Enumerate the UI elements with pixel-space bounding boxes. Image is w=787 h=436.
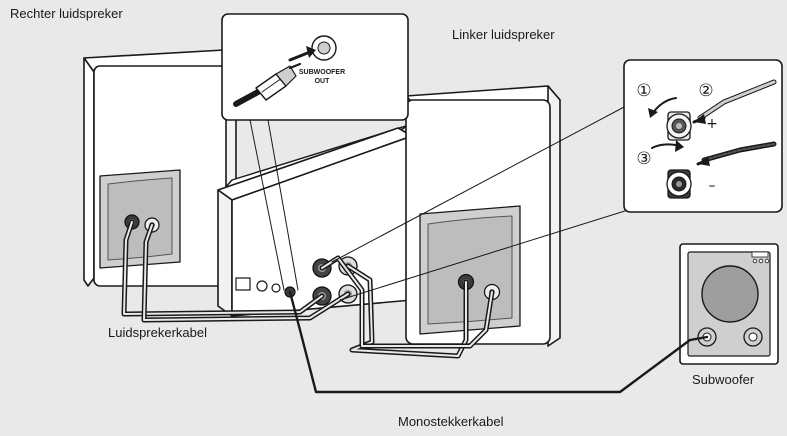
terminal-steps-inset: ① ② ③ + –: [623, 59, 783, 213]
minus-sign: –: [709, 178, 716, 194]
main-unit: [217, 123, 413, 317]
plus-sign: +: [706, 116, 718, 132]
left-speaker: [405, 85, 561, 347]
left-speaker-label: Linker luidspreker: [452, 27, 555, 42]
mono-plug-cable-label: Monostekkerkabel: [398, 414, 504, 429]
mono-plug-cable: [288, 290, 709, 394]
callout-lines: [249, 105, 629, 301]
step-3-label: ③: [636, 149, 651, 169]
right-speaker-label: Rechter luidspreker: [10, 6, 123, 21]
right-speaker: [83, 49, 237, 287]
subwoofer-out-label-2: OUT: [315, 78, 331, 85]
subwoofer: [679, 243, 779, 365]
subwoofer-out-inset: SUBWOOFER OUT: [221, 13, 409, 121]
subwoofer-out-label-1: SUBWOOFER: [299, 69, 345, 76]
plus-terminal: [666, 111, 692, 141]
step-1-label: ①: [636, 81, 651, 101]
minus-terminal: [666, 169, 692, 199]
speaker-cables: [121, 219, 495, 359]
subwoofer-label: Subwoofer: [692, 372, 755, 387]
step-2-label: ②: [698, 81, 713, 101]
speaker-cable-label: Luidsprekerkabel: [108, 325, 208, 340]
